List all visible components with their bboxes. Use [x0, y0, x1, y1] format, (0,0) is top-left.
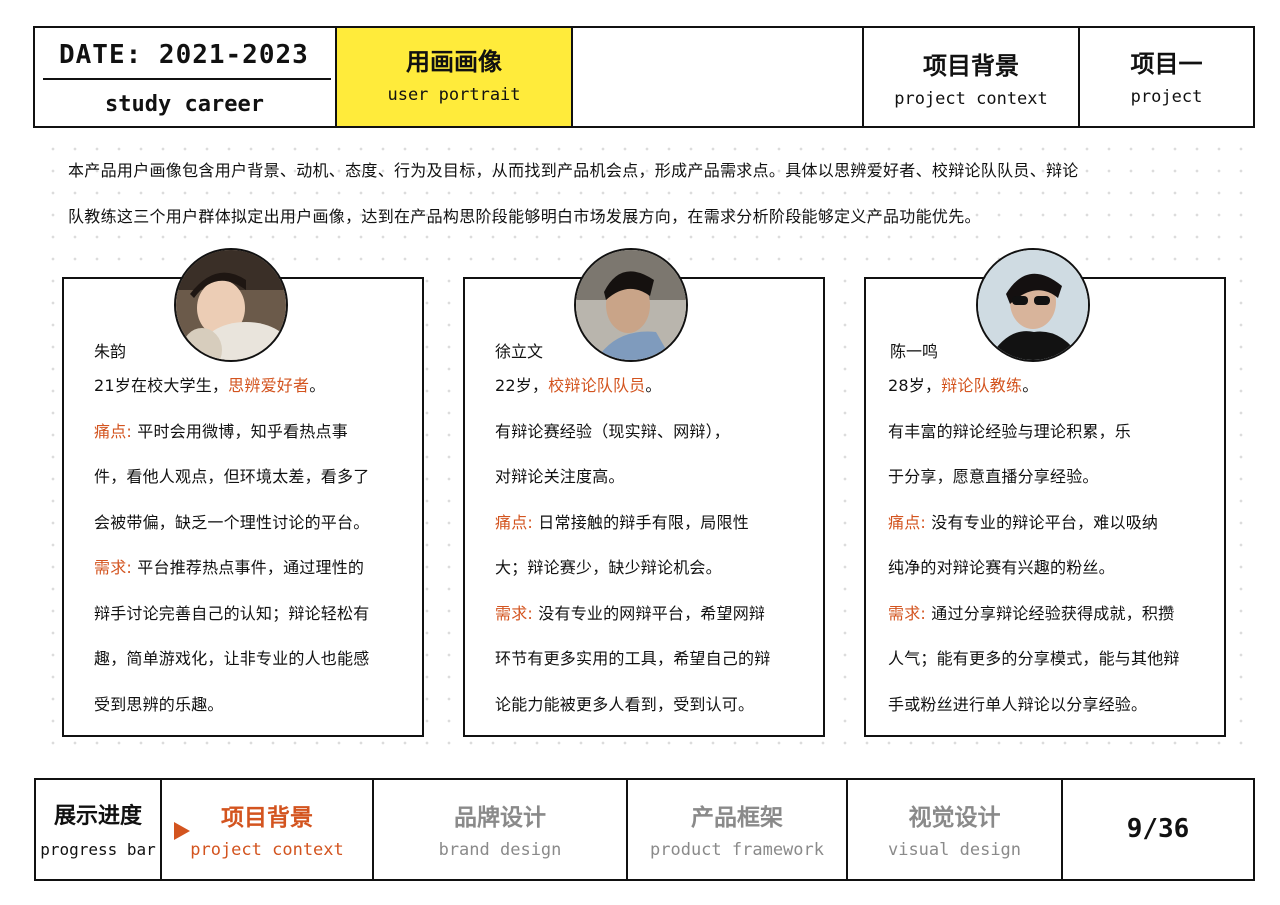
- step-title: 项目背景: [221, 805, 313, 831]
- need-text: 辩手讨论完善自己的认知；辩论轻松有: [94, 603, 370, 623]
- page-number: 9/36: [1126, 814, 1190, 844]
- need-text: 人气；能有更多的分享模式，能与其他辩: [888, 649, 1180, 668]
- need-label: 需求:: [888, 603, 926, 623]
- pain-text: 没有专业的辩论平台，难以吸纳: [931, 512, 1159, 532]
- divider: [43, 78, 331, 80]
- current-step-arrow-icon: [174, 822, 190, 840]
- project-context-title: 项目背景: [923, 52, 1019, 80]
- persona-age: 22岁，: [495, 376, 549, 395]
- persona-name: 朱韵: [94, 342, 127, 361]
- step-visual-design[interactable]: 视觉设计 visual design: [848, 780, 1063, 879]
- step-title: 视觉设计: [908, 805, 1001, 831]
- need-text: 没有专业的网辩平台，希望网辩: [538, 603, 766, 623]
- step-subtitle: brand design: [438, 840, 562, 860]
- pain-text: 件，看他人观点，但环境太差，看多了: [94, 467, 370, 486]
- persona-name: 陈一鸣: [890, 342, 939, 361]
- step-product-framework[interactable]: 产品框架 product framework: [628, 780, 848, 879]
- punctuation: 。: [1022, 376, 1039, 395]
- user-portrait-cell: 用画画像 user portrait: [335, 28, 573, 126]
- date-label: DATE: 2021-2023: [59, 40, 309, 70]
- pain-label: 痛点:: [495, 512, 533, 532]
- intro-line: 本产品用户画像包含用户背景、动机、态度、行为及目标，从而找到产品机会点，形成产品…: [68, 161, 1079, 180]
- step-project-context[interactable]: 项目背景 project context: [162, 780, 374, 879]
- need-text: 趣，简单游戏化，让非专业的人也能感: [94, 649, 370, 668]
- experience-text: 有丰富的辩论经验与理论积累，乐: [888, 421, 1132, 441]
- pain-text: 平时会用微博，知乎看热点事: [137, 421, 348, 441]
- avatar-photo: [574, 248, 688, 362]
- pain-text: 大；辩论赛少，缺少辩论机会。: [495, 558, 722, 577]
- need-text: 通过分享辩论经验获得成就，积攒: [931, 603, 1175, 623]
- experience-text: 于分享，愿意直播分享经验。: [888, 467, 1099, 486]
- pain-label: 痛点:: [888, 512, 926, 532]
- need-text: 论能力能被更多人看到，受到认可。: [495, 694, 755, 714]
- page-number-cell: 9/36: [1063, 780, 1253, 879]
- progress-title: 展示进度: [53, 804, 142, 829]
- date-cell: DATE: 2021-2023 study career: [35, 28, 335, 126]
- header-bar: DATE: 2021-2023 study career 用画画像 user p…: [33, 26, 1255, 128]
- intro-line: 队教练这三个用户群体拟定出用户画像，达到在产品构思阶段能够明白市场发展方向，在需…: [68, 207, 981, 226]
- step-brand-design[interactable]: 品牌设计 brand design: [374, 780, 628, 879]
- intro-paragraph: 本产品用户画像包含用户背景、动机、态度、行为及目标，从而找到产品机会点，形成产品…: [68, 148, 1228, 240]
- persona-role: 思辨爱好者: [228, 376, 310, 395]
- project-title: 项目一: [1130, 50, 1203, 78]
- user-portrait-subtitle: user portrait: [387, 85, 521, 105]
- persona-role: 校辩论队队员: [548, 376, 646, 395]
- study-career-label: study career: [105, 92, 264, 117]
- project-cell: 项目一 project: [1080, 28, 1253, 126]
- project-context-subtitle: project context: [894, 89, 1048, 109]
- persona-description: 21岁在校大学生，思辨爱好者。 痛点: 平时会用微博，知乎看热点事 件，看他人观…: [94, 363, 414, 727]
- pain-text: 日常接触的辩手有限，局限性: [538, 512, 749, 532]
- blank-cell: [573, 28, 862, 126]
- avatar-photo: [976, 248, 1090, 362]
- need-label: 需求:: [495, 603, 533, 623]
- step-subtitle: visual design: [887, 840, 1022, 860]
- pain-text: 纯净的对辩论赛有兴趣的粉丝。: [888, 558, 1115, 577]
- persona-description: 22岁，校辩论队队员。 有辩论赛经验（现实辩、网辩）， 对辩论关注度高。 痛点:…: [495, 363, 815, 727]
- experience-text: 有辩论赛经验（现实辩、网辩），: [495, 421, 731, 441]
- persona-description: 28岁，辩论队教练。 有丰富的辩论经验与理论积累，乐 于分享，愿意直播分享经验。…: [888, 363, 1220, 727]
- progress-bar: 展示进度 progress bar 项目背景 project context 品…: [34, 778, 1255, 881]
- step-title: 品牌设计: [454, 805, 546, 831]
- punctuation: 。: [645, 376, 662, 395]
- avatar-photo: [174, 248, 288, 362]
- persona-age: 28岁，: [888, 376, 942, 395]
- pain-label: 痛点:: [94, 421, 132, 441]
- persona-age: 21岁在校大学生，: [94, 376, 229, 395]
- project-subtitle: project: [1130, 87, 1203, 107]
- persona-role: 辩论队教练: [941, 376, 1023, 395]
- step-subtitle: product framework: [650, 840, 824, 860]
- experience-text: 对辩论关注度高。: [495, 467, 625, 486]
- need-label: 需求:: [94, 558, 132, 577]
- need-text: 手或粉丝进行单人辩论以分享经验。: [888, 694, 1148, 714]
- need-text: 受到思辨的乐趣。: [94, 694, 224, 714]
- punctuation: 。: [309, 376, 326, 395]
- project-context-cell: 项目背景 project context: [862, 28, 1080, 126]
- need-text: 平台推荐热点事件，通过理性的: [137, 558, 365, 577]
- progress-label-cell: 展示进度 progress bar: [36, 780, 162, 879]
- user-portrait-title: 用画画像: [406, 48, 502, 76]
- need-text: 环节有更多实用的工具，希望自己的辩: [495, 649, 771, 668]
- step-title: 产品框架: [691, 805, 783, 831]
- step-subtitle: project context: [190, 840, 344, 860]
- persona-name: 徐立文: [495, 342, 544, 361]
- progress-subtitle: progress bar: [40, 840, 156, 859]
- pain-text: 会被带偏，缺乏一个理性讨论的平台。: [94, 512, 370, 532]
